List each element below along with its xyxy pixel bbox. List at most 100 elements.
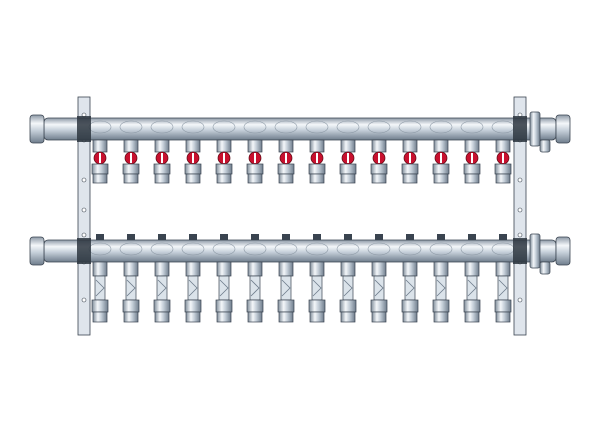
bracket-hole [517, 232, 523, 238]
outlet-valve [153, 139, 171, 184]
flowmeter-body [216, 261, 232, 277]
connector [340, 311, 356, 323]
bracket-hole [81, 207, 87, 213]
connector [309, 311, 325, 323]
valve-cap [251, 234, 259, 242]
outlet-flowmeter [463, 261, 481, 323]
connector [123, 311, 139, 323]
valve-body [154, 139, 170, 153]
valve-cap [96, 234, 104, 242]
valve-handle-slot [161, 153, 163, 163]
valve-cap [437, 234, 445, 242]
outlet-valve [370, 139, 388, 184]
bracket-hole [81, 232, 87, 238]
outlet-valve [339, 139, 357, 184]
bracket [77, 96, 91, 336]
nut [463, 299, 481, 313]
end-cap-right [555, 236, 571, 266]
valve-body [371, 139, 387, 153]
end-cap-left [29, 114, 45, 144]
pipe-boss [150, 242, 174, 256]
outlet-valve [432, 139, 450, 184]
pipe-boss [336, 120, 360, 134]
valve-handle-slot [471, 153, 473, 163]
connector [123, 173, 139, 184]
outlet-valve [308, 139, 326, 184]
outlet-valve [494, 139, 512, 184]
connector [92, 173, 108, 184]
bracket-hole [517, 297, 523, 303]
nut [91, 163, 109, 175]
pipe-boss [274, 242, 298, 256]
flowmeter-body [433, 261, 449, 277]
pipe-boss [429, 242, 453, 256]
outlet-flowmeter [246, 261, 264, 323]
pipe-boss [336, 242, 360, 256]
bracket-clamp [513, 116, 527, 142]
outlet-flowmeter [184, 261, 202, 323]
connector [495, 173, 511, 184]
outlet-flowmeter [277, 261, 295, 323]
flowmeter-marks [343, 279, 353, 297]
valve-cap [499, 234, 507, 242]
flowmeter-body [309, 261, 325, 277]
flowmeter-body [247, 261, 263, 277]
valve-cap [375, 234, 383, 242]
outlet-flowmeter [215, 261, 233, 323]
nut [308, 299, 326, 313]
outlet-flowmeter [153, 261, 171, 323]
return-manifold [29, 233, 571, 323]
pipe-boss [367, 120, 391, 134]
nut [277, 299, 295, 313]
outlet-valve [246, 139, 264, 184]
flowmeter-marks [281, 279, 291, 297]
connector [402, 173, 418, 184]
connector [154, 173, 170, 184]
connector [433, 173, 449, 184]
outlet-valve [277, 139, 295, 184]
pipe-boss [367, 242, 391, 256]
flowmeter-marks [498, 279, 508, 297]
valve-handle-slot [99, 153, 101, 163]
drain-valve [539, 139, 551, 153]
connector [216, 311, 232, 323]
pipe-boss [212, 120, 236, 134]
connector [185, 311, 201, 323]
nut [370, 163, 388, 175]
connector [154, 311, 170, 323]
connector [340, 173, 356, 184]
bracket-clamp [513, 238, 527, 264]
flowmeter-marks [157, 279, 167, 297]
outlet-valve [463, 139, 481, 184]
valve-cap [220, 234, 228, 242]
flowmeter-marks [250, 279, 260, 297]
connector [216, 173, 232, 184]
end-cap-right [555, 114, 571, 144]
flowmeter-body [371, 261, 387, 277]
nut [339, 163, 357, 175]
pipe-boss [150, 120, 174, 134]
valve-handle-slot [285, 153, 287, 163]
flowmeter-marks [312, 279, 322, 297]
pipe-boss [460, 242, 484, 256]
outlet-valve [122, 139, 140, 184]
end-cap-left [29, 236, 45, 266]
flowmeter-body [495, 261, 511, 277]
valve-handle-slot [223, 153, 225, 163]
bracket-hole [81, 177, 87, 183]
flowmeter-body [278, 261, 294, 277]
valve-body [464, 139, 480, 153]
pipe-boss [274, 120, 298, 134]
connector [495, 311, 511, 323]
flowmeter-body [340, 261, 356, 277]
pipe-boss [305, 120, 329, 134]
valve-cap [406, 234, 414, 242]
valve-handle-slot [192, 153, 194, 163]
outlet-flowmeter [91, 261, 109, 323]
connector [371, 311, 387, 323]
nut [246, 163, 264, 175]
valve-body [123, 139, 139, 153]
mounting-brackets [77, 96, 527, 336]
pipe-boss [305, 242, 329, 256]
